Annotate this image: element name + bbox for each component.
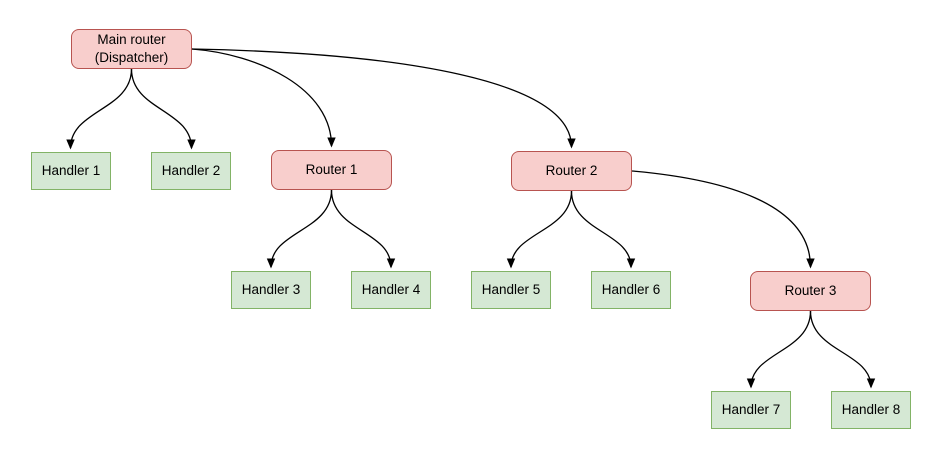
edge-router-3-to-handler-8 xyxy=(809,310,876,389)
node-main-router: Main router (Dispatcher) xyxy=(71,29,192,69)
edge-router-1-to-handler-3 xyxy=(266,189,333,269)
edge-router-2-to-handler-6 xyxy=(570,190,636,269)
edge-router-2-to-handler-5 xyxy=(506,190,573,269)
edge-main-router-to-handler-2 xyxy=(130,68,196,150)
node-handler-5: Handler 5 xyxy=(471,271,551,309)
edge-router-1-to-handler-4 xyxy=(330,189,396,269)
edge-main-router-to-handler-1 xyxy=(66,68,133,150)
node-handler-3: Handler 3 xyxy=(231,271,311,309)
node-router-3: Router 3 xyxy=(750,271,871,311)
node-handler-7: Handler 7 xyxy=(711,391,791,429)
node-handler-8: Handler 8 xyxy=(831,391,911,429)
edge-main-router-to-router-2 xyxy=(191,48,576,149)
edge-router-2-to-router-3 xyxy=(631,170,815,269)
edge-router-3-to-handler-7 xyxy=(746,310,812,389)
edge-main-router-to-router-1 xyxy=(191,48,336,148)
node-handler-6: Handler 6 xyxy=(591,271,671,309)
node-handler-4: Handler 4 xyxy=(351,271,431,309)
node-router-1: Router 1 xyxy=(271,150,392,190)
node-handler-2: Handler 2 xyxy=(151,152,231,190)
node-handler-1: Handler 1 xyxy=(31,152,111,190)
node-router-2: Router 2 xyxy=(511,151,632,191)
